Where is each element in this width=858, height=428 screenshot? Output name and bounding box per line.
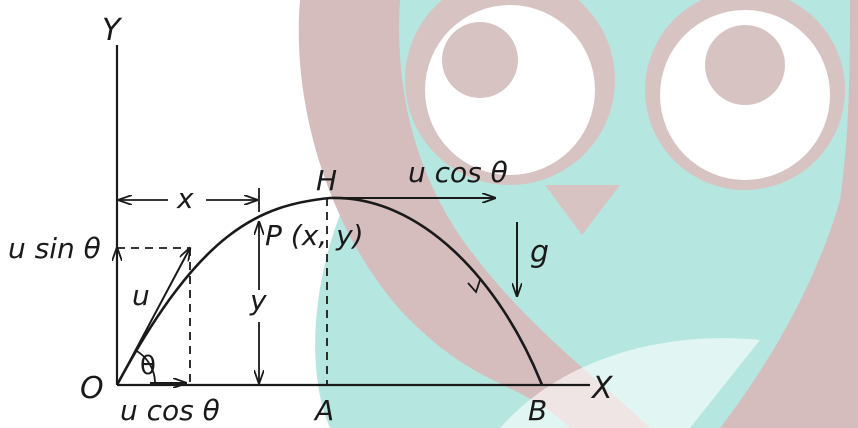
y-height-label: y — [249, 284, 267, 317]
trajectory-direction-arrow — [467, 279, 481, 294]
range-end-label: B — [528, 394, 547, 427]
highest-point-label: H — [316, 164, 337, 197]
owl-pupil-left — [442, 22, 518, 98]
owl-eye-left-inner — [425, 5, 595, 175]
u-cos-theta-origin-label: u cos θ — [120, 394, 220, 427]
origin-label: O — [80, 371, 104, 406]
x-distance-label: x — [176, 182, 194, 215]
y-axis-label: Y — [102, 13, 123, 48]
foot-a-label: A — [313, 394, 334, 427]
owl-beak — [545, 185, 620, 235]
u-label: u — [132, 279, 150, 312]
point-p-label: P (x, y) — [265, 219, 364, 252]
gravity-label: g — [530, 235, 549, 270]
x-axis-label: X — [590, 371, 614, 406]
owl-wing — [500, 338, 760, 428]
theta-arc — [134, 349, 156, 386]
initial-velocity-arrow — [116, 248, 190, 386]
top-velocity-label: u cos θ — [408, 156, 508, 189]
u-sin-theta-label: u sin θ — [8, 232, 101, 265]
owl-ring-right — [720, 0, 858, 428]
theta-label: θ — [140, 351, 156, 381]
owl-ring-left — [298, 0, 650, 428]
owl-pupil-right — [705, 25, 785, 105]
owl-watermark — [298, 0, 858, 428]
